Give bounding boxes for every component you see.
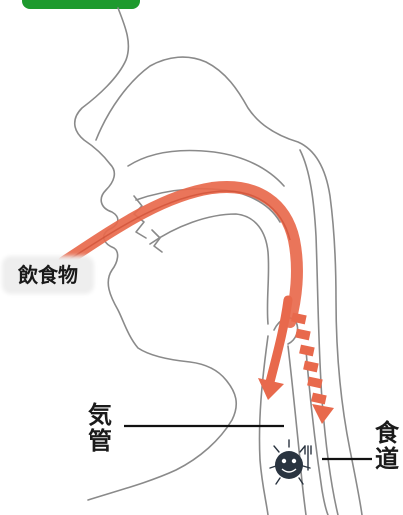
aspiration-arrow xyxy=(270,300,288,382)
food-path-arrow xyxy=(64,187,297,322)
label-food-text: 飲食物 xyxy=(18,265,78,285)
label-esophagus: 食 道 xyxy=(374,420,400,473)
label-trachea-char-2: 管 xyxy=(87,428,113,454)
skull-outline xyxy=(96,57,362,515)
tongue xyxy=(150,214,269,324)
label-esophagus-char-1: 食 xyxy=(374,420,400,446)
trachea-back xyxy=(288,346,306,515)
germ-icon xyxy=(270,440,311,484)
label-trachea: 気 管 xyxy=(87,402,113,455)
label-food: 飲食物 xyxy=(6,260,90,290)
nasal-cavity xyxy=(128,151,284,186)
label-trachea-char-1: 気 xyxy=(87,402,113,428)
esophagus-dashed-arrow xyxy=(291,313,334,424)
label-esophagus-char-2: 道 xyxy=(374,446,400,472)
